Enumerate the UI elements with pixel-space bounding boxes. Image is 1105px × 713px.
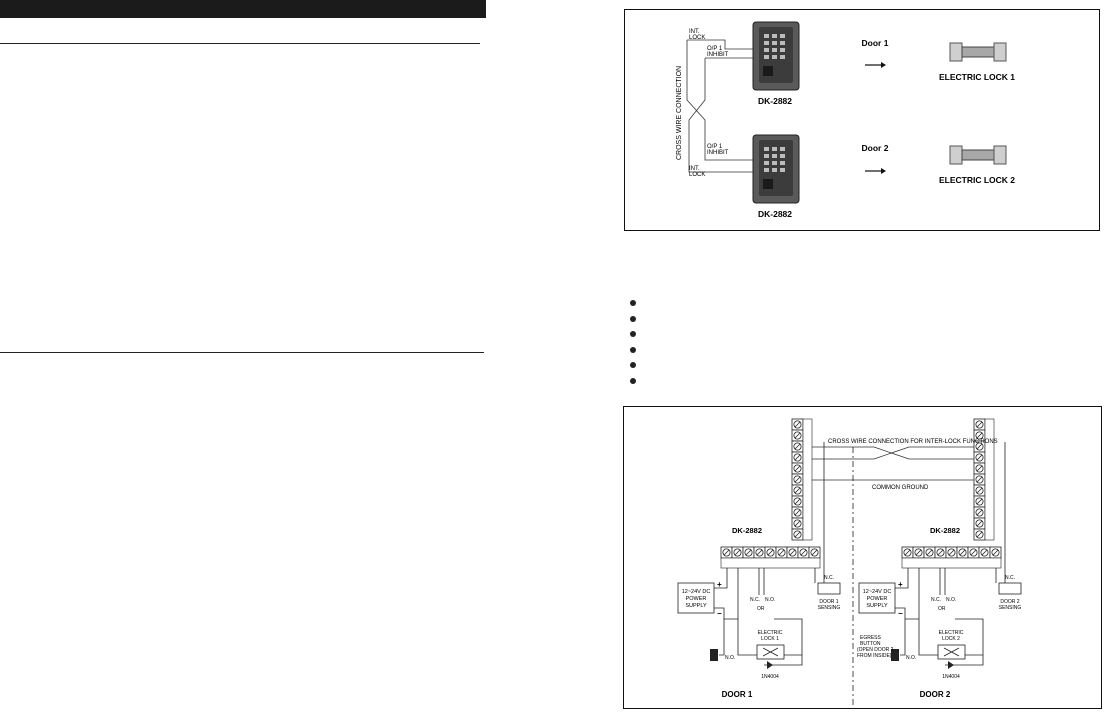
electric-label-right: ELECTRIC bbox=[939, 630, 964, 636]
inhibit-label-2: INHIBIT bbox=[707, 150, 729, 156]
psu-label-right-3: SUPPLY bbox=[866, 603, 888, 609]
no-label-left: N.O. bbox=[765, 597, 775, 603]
electric-lock-icon bbox=[949, 145, 1007, 165]
int-lock-label-1a: INT. bbox=[689, 29, 700, 35]
terminal-strip-left bbox=[791, 418, 813, 541]
nc-label-right: N.C. bbox=[931, 597, 941, 603]
int-lock-label-2a: INT. bbox=[689, 166, 700, 172]
bullet-dot bbox=[630, 362, 636, 369]
interlock-overview-diagram: INT. LOCK O/P 1 INHIBIT O/P 1 INHIBIT IN… bbox=[676, 21, 1015, 219]
bullet-dot bbox=[630, 377, 636, 384]
nc-label-sensing-right: N.C. bbox=[1005, 575, 1015, 581]
egress-label-3: (OPEN DOOR 2 bbox=[857, 647, 894, 653]
psu-label-left-2: POWER bbox=[686, 596, 707, 602]
interlock-overview-figure: INT. LOCK O/P 1 INHIBIT O/P 1 INHIBIT IN… bbox=[624, 9, 1100, 231]
bullet-dot bbox=[630, 315, 636, 322]
keypad-icon bbox=[752, 134, 800, 204]
model-label-2: DK-2882 bbox=[758, 209, 792, 219]
bullet-dot bbox=[630, 346, 636, 353]
lock1-label: LOCK 1 bbox=[761, 636, 779, 642]
minus-label-right: − bbox=[898, 609, 903, 618]
model-label-1: DK-2882 bbox=[758, 96, 792, 106]
door2-label: Door 2 bbox=[862, 143, 889, 153]
or-label-right: OR bbox=[938, 606, 946, 612]
bullet-dot bbox=[630, 331, 636, 338]
egress-label-2: BUTTON bbox=[860, 641, 881, 647]
sensing-label-left: SENSING bbox=[818, 605, 841, 611]
diode-icon bbox=[767, 661, 773, 669]
terminal-strip-bottom-right bbox=[901, 546, 1002, 569]
plus-label-left: + bbox=[717, 580, 722, 589]
divider-line bbox=[0, 43, 480, 44]
psu-label-left-1: 12~24V DC bbox=[682, 589, 711, 595]
inhibit-label-1: INHIBIT bbox=[707, 52, 729, 58]
keypad-icon bbox=[752, 21, 800, 91]
egress-button-right-icon bbox=[891, 649, 899, 661]
electric-lock-1-label: ELECTRIC LOCK 1 bbox=[939, 72, 1015, 82]
door2-sensing-label: DOOR 2 bbox=[1000, 599, 1019, 605]
egress-button-left-icon bbox=[710, 649, 718, 661]
door1-sensing-label: DOOR 1 bbox=[819, 599, 838, 605]
electric-lock-icon bbox=[949, 42, 1007, 62]
int-lock-label-2b: LOCK bbox=[689, 172, 705, 178]
divider-line bbox=[0, 352, 484, 353]
door1-footer-label: DOOR 1 bbox=[722, 690, 753, 699]
sensing-terminal-left bbox=[817, 582, 841, 595]
psu-label-left-3: SUPPLY bbox=[685, 603, 707, 609]
nc-label-sensing-left: N.C. bbox=[824, 575, 834, 581]
diode-label-left: 1N4004 bbox=[761, 674, 779, 680]
bullet-list bbox=[630, 300, 636, 394]
common-ground-label: COMMON GROUND bbox=[872, 485, 929, 491]
interlock-wiring-diagram: CROSS WIRE CONNECTION FOR INTER-LOCK FUN… bbox=[677, 418, 1022, 705]
egress-label-1: EGRESS bbox=[860, 635, 882, 641]
op1-label-2: O/P 1 bbox=[707, 144, 723, 150]
sensing-terminal-right bbox=[998, 582, 1022, 595]
sensing-label-right: SENSING bbox=[999, 605, 1022, 611]
electric-lock-2-label: ELECTRIC LOCK 2 bbox=[939, 175, 1015, 185]
arrow-right-icon bbox=[865, 62, 886, 68]
terminal-strip-bottom-left bbox=[720, 546, 821, 569]
psu-label-right-2: POWER bbox=[867, 596, 888, 602]
no-label-button-right: N.O. bbox=[906, 655, 916, 661]
nc-label-left: N.C. bbox=[750, 597, 760, 603]
cross-wire-label: CROSS WIRE CONNECTION FOR INTER-LOCK FUN… bbox=[828, 439, 998, 445]
door2-footer-label: DOOR 2 bbox=[920, 690, 951, 699]
terminal-strip-right bbox=[973, 418, 995, 541]
int-lock-label-1b: LOCK bbox=[689, 35, 705, 41]
egress-label-4: FROM INSIDE) bbox=[857, 653, 892, 659]
plus-label-right: + bbox=[898, 580, 903, 589]
bullet-dot bbox=[630, 300, 636, 306]
model-label-left: DK-2882 bbox=[732, 526, 762, 535]
interlock-wiring-figure: CROSS WIRE CONNECTION FOR INTER-LOCK FUN… bbox=[623, 406, 1102, 709]
diode-label-right: 1N4004 bbox=[942, 674, 960, 680]
lock2-label: LOCK 2 bbox=[942, 636, 960, 642]
or-label-left: OR bbox=[757, 606, 765, 612]
door1-label: Door 1 bbox=[862, 38, 889, 48]
cross-wire-vertical-label: CROSS WIRE CONNECTION bbox=[676, 66, 683, 160]
minus-label-left: − bbox=[717, 609, 722, 618]
electric-label-left: ELECTRIC bbox=[758, 630, 783, 636]
psu-label-right-1: 12~24V DC bbox=[863, 589, 892, 595]
op1-label-1: O/P 1 bbox=[707, 46, 723, 52]
arrow-right-icon bbox=[865, 168, 886, 174]
no-label-button-left: N.O. bbox=[725, 655, 735, 661]
no-label-right: N.O. bbox=[946, 597, 956, 603]
diode-icon bbox=[948, 661, 954, 669]
section-header-bar bbox=[0, 0, 486, 18]
model-label-right: DK-2882 bbox=[930, 526, 960, 535]
